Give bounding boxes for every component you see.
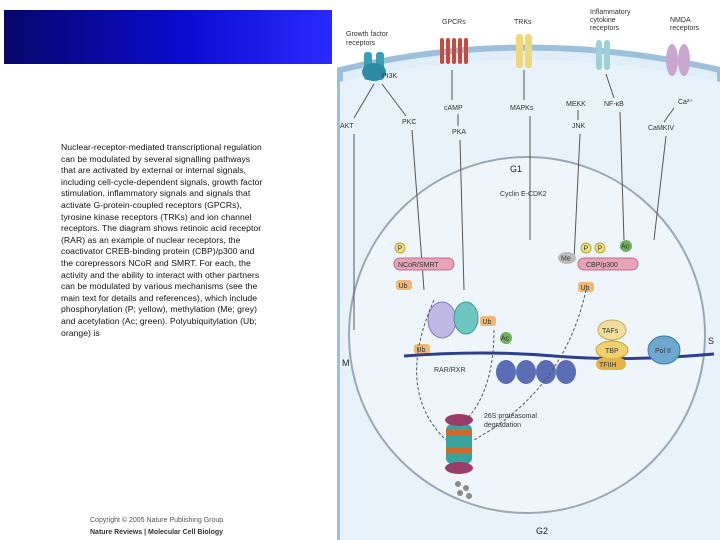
acetylation-badge: Ac	[500, 332, 512, 344]
ubiquitin-badge: Ub	[578, 282, 594, 292]
camkiv-label: CaMKIV	[648, 125, 674, 132]
calcium-label: Ca²⁺	[678, 99, 693, 106]
nfkb-label: NF-κB	[604, 101, 624, 108]
proteasome	[445, 414, 473, 474]
svg-text:Ub: Ub	[581, 285, 590, 292]
nucleosomes	[496, 360, 576, 384]
mapks-label: MAPKs	[510, 105, 534, 112]
copyright-notice: Copyright © 2005 Nature Publishing Group	[90, 517, 224, 524]
nucleus	[348, 156, 706, 514]
degradation-products	[455, 481, 472, 499]
methylation-badge: Me	[558, 252, 576, 264]
journal-credit: Nature Reviews | Molecular Cell Biology	[90, 529, 224, 536]
acetylation-badge: Ac	[620, 240, 632, 252]
rar-rxr-label: RAR/RXR	[434, 367, 466, 374]
caption-text: Nuclear-receptor-mediated transcriptiona…	[61, 142, 263, 338]
nmda-receptor	[666, 44, 690, 76]
tbp-label: TBP	[605, 348, 619, 355]
inflammatory-cytokine-receptor	[596, 40, 610, 70]
slide-caption: Nuclear-receptor-mediated transcriptiona…	[61, 142, 301, 339]
tafs-complex	[597, 319, 627, 341]
phosphorylation-badge: P	[594, 242, 606, 254]
gpcrs-label: GPCRs	[442, 19, 466, 26]
tafs-label: TAFs	[602, 328, 619, 335]
rxr-receptor	[453, 301, 479, 335]
svg-text:P: P	[398, 246, 403, 253]
gpcr-receptor	[440, 38, 468, 64]
s-phase-label: S	[708, 336, 714, 346]
cbp-p300-label: CBP/p300	[586, 262, 618, 269]
g2-phase-label: G2	[536, 526, 548, 536]
camp-label: cAMP	[444, 105, 463, 112]
pkc-label: PKC	[402, 119, 416, 126]
phosphorylation-badge: P	[394, 242, 406, 254]
svg-text:P: P	[598, 246, 603, 253]
tfiih-complex	[596, 358, 626, 370]
jnk-label: JNK	[572, 123, 586, 130]
cbp-p300-complex	[577, 257, 639, 271]
ubiquitin-badge: Ub	[480, 316, 496, 326]
ncor-smrt-complex	[393, 257, 455, 271]
svg-text:Ub: Ub	[417, 347, 426, 354]
pol2-complex	[647, 335, 681, 365]
svg-text:Ub: Ub	[399, 283, 408, 290]
pka-label: PKA	[452, 129, 466, 136]
rar-receptor	[427, 301, 457, 339]
pi3k-label: PI3K	[382, 73, 398, 80]
cyclin-e-cdk2-label: Cyclin E-CDK2	[500, 191, 547, 198]
m-phase-label: M	[342, 358, 350, 368]
svg-text:Ac: Ac	[621, 244, 630, 251]
trks-label: TRKs	[514, 19, 532, 26]
pol2-label: Pol II	[655, 348, 671, 355]
svg-text:Me: Me	[561, 256, 571, 263]
tfiih-label: TFIIH	[599, 362, 617, 369]
trk-receptor	[516, 34, 532, 68]
title-banner	[4, 10, 332, 64]
signalling-arrows	[353, 70, 675, 330]
svg-text:P: P	[584, 246, 589, 253]
svg-text:Ac: Ac	[501, 336, 510, 343]
mekk-label: MEKK	[566, 101, 586, 108]
ubiquitin-badge: Ub	[396, 280, 412, 290]
ncor-smrt-label: NCoR/SMRT	[398, 262, 439, 269]
degradation-arrows	[416, 289, 587, 441]
g1-phase-label: G1	[510, 164, 522, 174]
akt-label: AKT	[340, 123, 354, 130]
ubiquitin-badge: Ub	[414, 344, 430, 354]
phosphorylation-badge: P	[580, 242, 592, 254]
growth-factor-receptor	[362, 52, 386, 81]
svg-text:Ub: Ub	[483, 319, 492, 326]
